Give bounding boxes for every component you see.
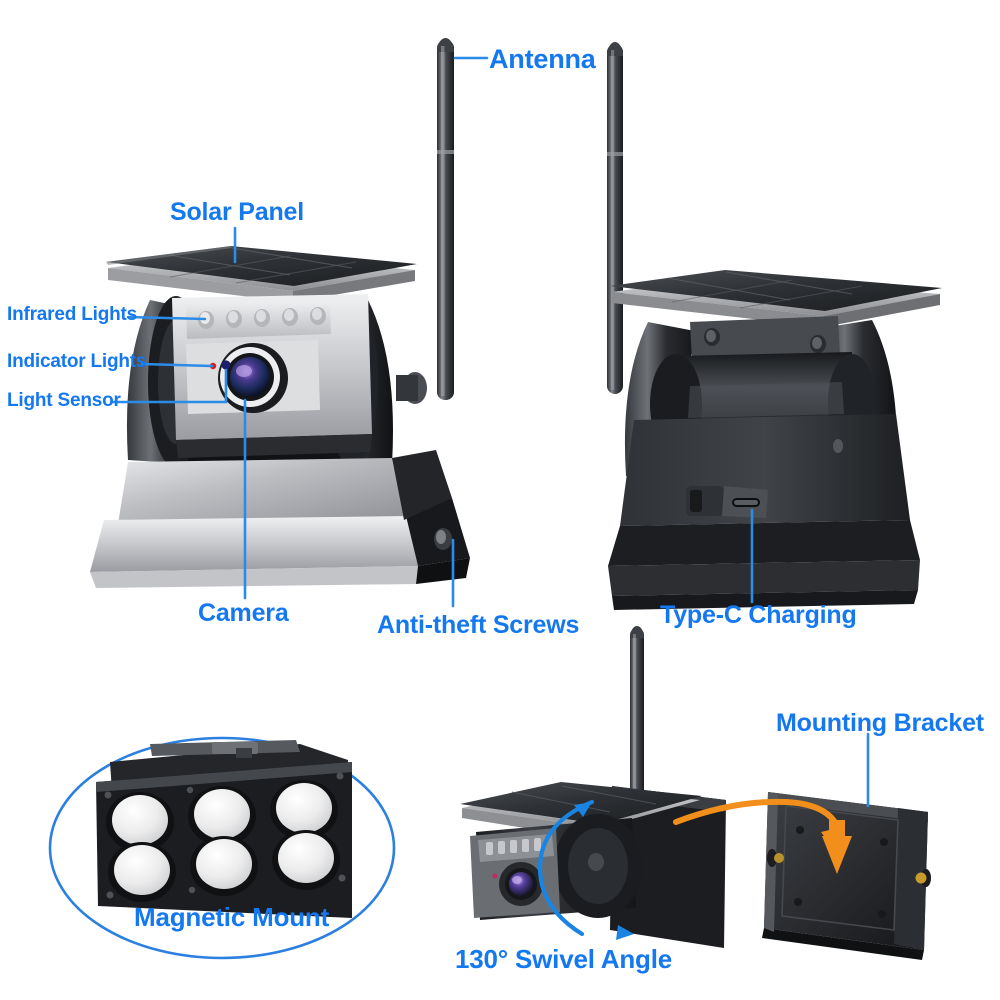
anti-theft-screw	[434, 528, 452, 550]
swivel-arrow	[537, 799, 634, 940]
antenna-rear	[607, 42, 623, 394]
bracket-attach-arrow	[673, 798, 852, 874]
solar-panel-front	[106, 246, 417, 302]
leader-infrared	[126, 315, 207, 321]
swivel-illustration	[460, 626, 726, 948]
leader-indicator	[140, 362, 214, 368]
label-antenna: Antenna	[489, 44, 596, 74]
camera-lens-swivel	[509, 872, 533, 896]
base-stand-front	[90, 372, 470, 588]
label-light-sensor: Light Sensor	[7, 390, 121, 411]
bracket-screw-left	[774, 853, 784, 863]
lens-assembly-front	[186, 340, 320, 414]
leader-light-sensor	[110, 368, 228, 404]
magnet-highlight-ellipse	[48, 736, 396, 960]
type-c-port	[686, 486, 768, 518]
mounting-bracket-illustration	[673, 792, 931, 960]
rear-housing	[608, 414, 920, 610]
label-solar-panel: Solar Panel	[170, 198, 304, 226]
infrared-lights-strip	[186, 302, 331, 339]
magnetic-mount-illustration	[48, 736, 396, 960]
label-anti-theft-screws: Anti-theft Screws	[377, 611, 580, 639]
rear-unit-illustration	[607, 42, 942, 610]
antenna-front	[437, 38, 454, 400]
label-type-c-charging: Type-C Charging	[660, 601, 857, 629]
light-sensor-dot	[221, 360, 231, 370]
bracket-screw-right	[915, 872, 927, 884]
label-swivel-angle: 130° Swivel Angle	[455, 944, 673, 974]
solar-panel-rear	[610, 270, 942, 327]
front-unit-illustration	[90, 38, 470, 588]
rear-mount-strip	[690, 316, 840, 362]
label-camera: Camera	[198, 599, 289, 627]
label-mounting-bracket: Mounting Bracket	[776, 709, 984, 737]
magnet-pads	[106, 780, 340, 902]
label-indicator-lights: Indicator Lights	[7, 351, 147, 372]
label-infrared-lights: Infrared Lights	[7, 304, 138, 325]
leader-lines	[110, 56, 870, 808]
label-magnetic-mount: Magnetic Mount	[134, 902, 330, 932]
camera-lens-front	[230, 357, 270, 397]
